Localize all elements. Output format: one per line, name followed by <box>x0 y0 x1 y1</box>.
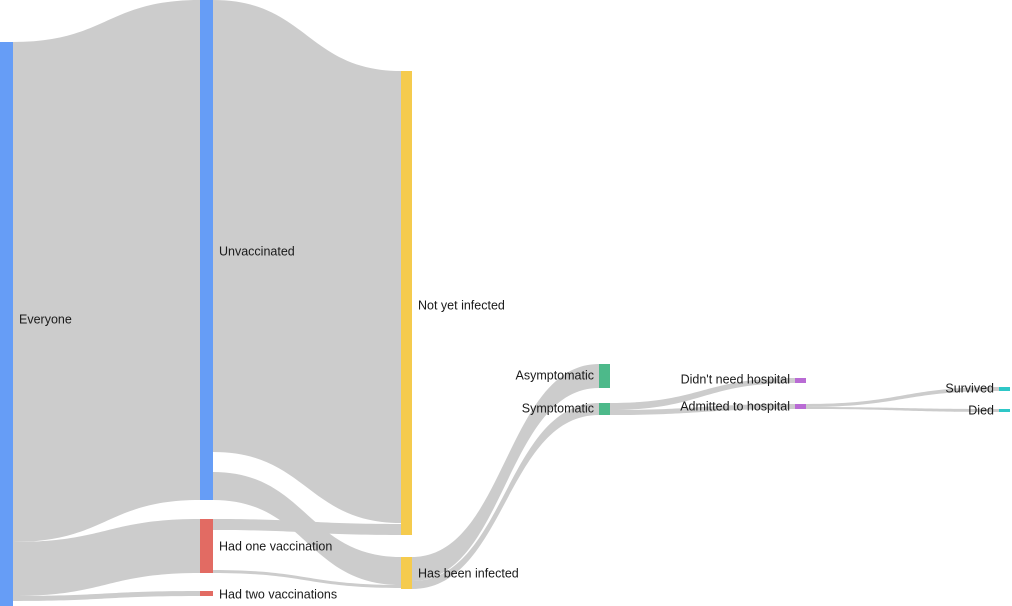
sankey-node-symptomatic[interactable] <box>599 403 610 415</box>
sankey-node-label-had_one_vaccination: Had one vaccination <box>219 539 332 553</box>
sankey-node-not_yet_infected[interactable] <box>401 71 412 535</box>
sankey-node-had_one_vaccination[interactable] <box>200 519 213 573</box>
sankey-node-had_two_vaccinations[interactable] <box>200 591 213 596</box>
sankey-node-label-didnt_need_hospital: Didn't need hospital <box>681 372 790 386</box>
sankey-node-label-died: Died <box>968 403 994 417</box>
sankey-link[interactable] <box>213 519 401 535</box>
sankey-link[interactable] <box>13 519 200 596</box>
sankey-link[interactable] <box>213 0 401 523</box>
sankey-node-everyone[interactable] <box>0 42 13 606</box>
sankey-link[interactable] <box>610 378 795 410</box>
sankey-node-label-has_been_infected: Has been infected <box>418 566 519 580</box>
sankey-node-label-unvaccinated: Unvaccinated <box>219 244 295 258</box>
sankey-link[interactable] <box>412 364 599 581</box>
sankey-node-label-symptomatic: Symptomatic <box>522 401 594 415</box>
sankey-links <box>13 0 999 601</box>
sankey-node-has_been_infected[interactable] <box>401 557 412 589</box>
sankey-node-label-asymptomatic: Asymptomatic <box>516 368 595 382</box>
sankey-node-died[interactable] <box>999 409 1010 412</box>
sankey-node-label-survived: Survived <box>945 381 994 395</box>
sankey-node-asymptomatic[interactable] <box>599 364 610 388</box>
sankey-link[interactable] <box>806 407 999 412</box>
sankey-node-survived[interactable] <box>999 387 1010 391</box>
sankey-node-label-not_yet_infected: Not yet infected <box>418 298 505 312</box>
sankey-node-label-admitted_to_hospital: Admitted to hospital <box>680 399 790 413</box>
sankey-node-admitted_to_hospital[interactable] <box>795 404 806 409</box>
sankey-node-label-everyone: Everyone <box>19 312 72 326</box>
sankey-link[interactable] <box>213 570 401 588</box>
sankey-link[interactable] <box>412 403 599 589</box>
sankey-link[interactable] <box>13 0 200 542</box>
sankey-link[interactable] <box>13 591 200 601</box>
sankey-link[interactable] <box>806 387 999 407</box>
sankey-node-unvaccinated[interactable] <box>200 0 213 500</box>
sankey-link[interactable] <box>610 404 795 415</box>
sankey-node-label-had_two_vaccinations: Had two vaccinations <box>219 587 337 601</box>
sankey-node-didnt_need_hospital[interactable] <box>795 378 806 383</box>
